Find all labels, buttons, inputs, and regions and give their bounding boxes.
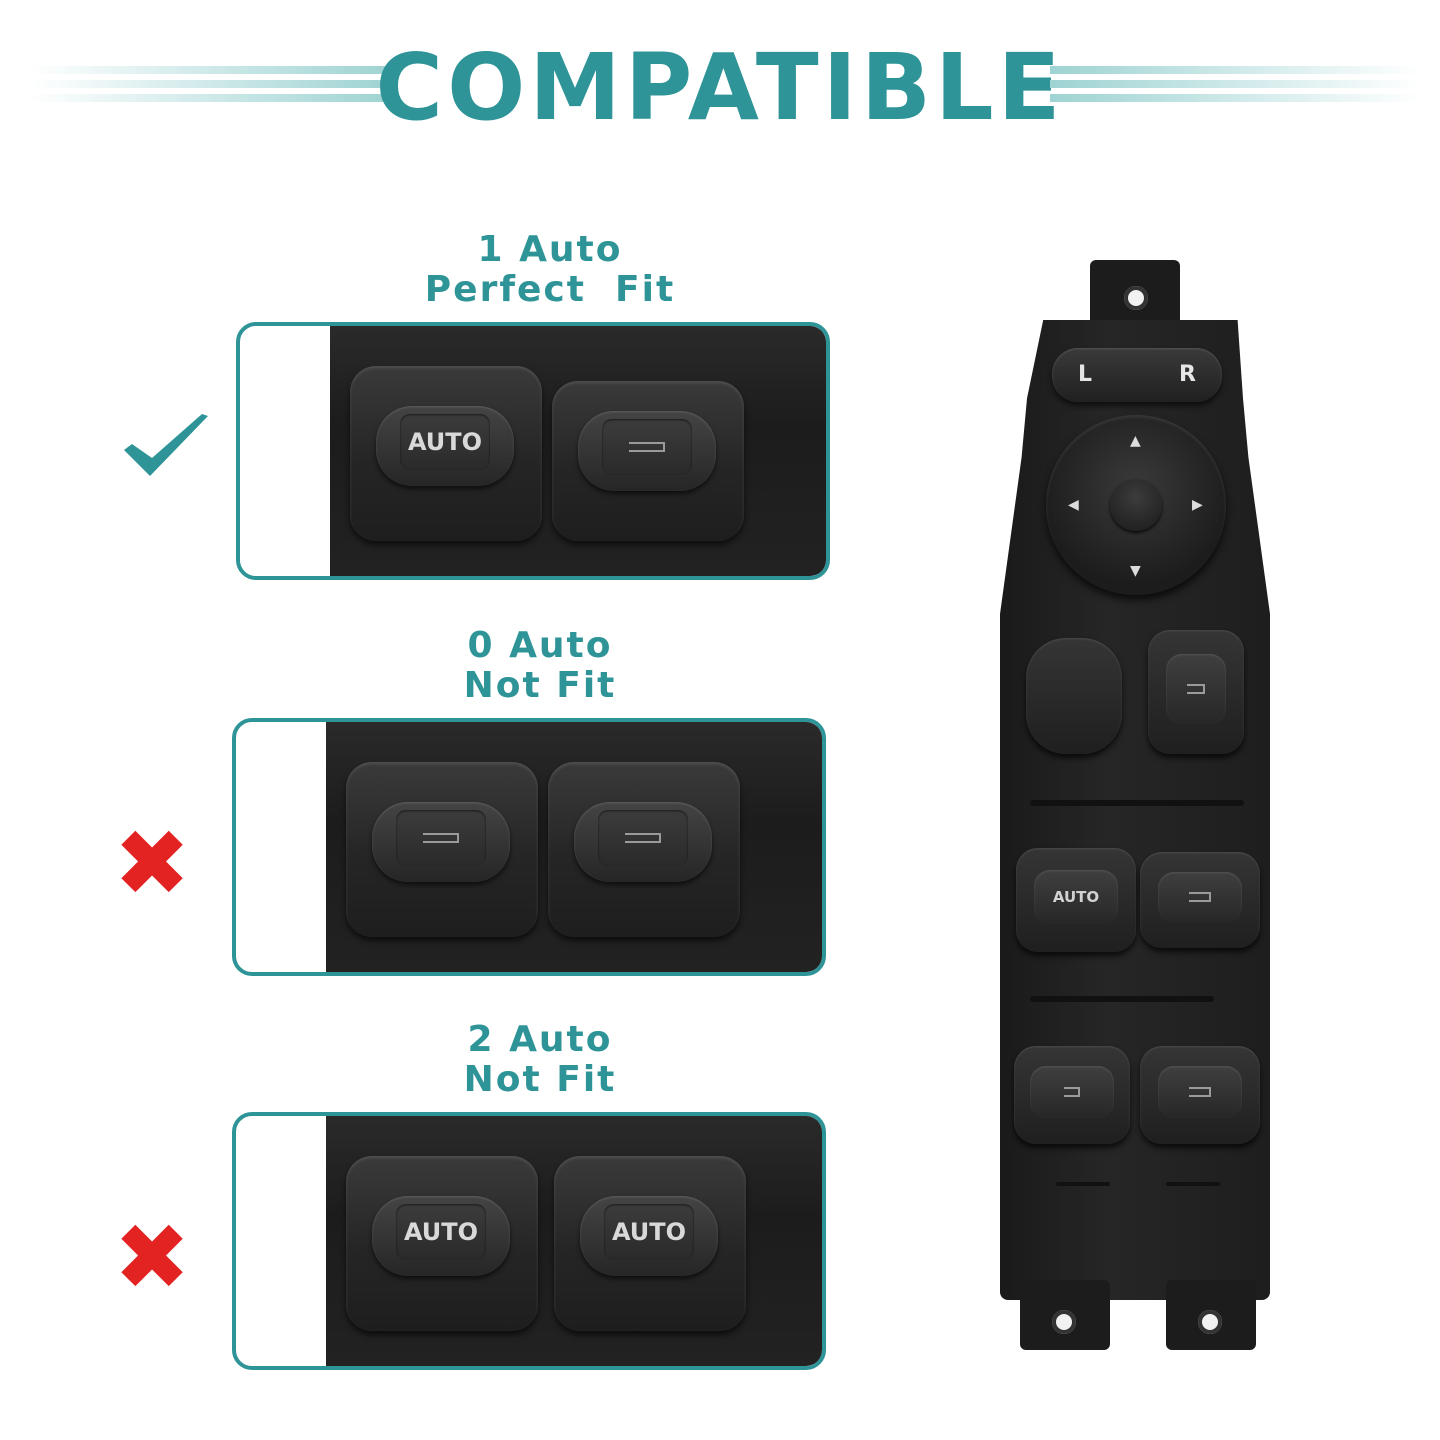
- option-2-switch-right: [548, 762, 740, 937]
- x-mark-icon: ✖: [113, 810, 191, 917]
- option-3-title: 2 Auto: [467, 1019, 613, 1060]
- divider-groove: [1056, 1182, 1110, 1186]
- option-2-status: Not Fit: [463, 665, 617, 706]
- manual-slot-mark: [625, 833, 661, 843]
- option-1-status: Perfect Fit: [424, 269, 676, 310]
- manual-slot-mark: [423, 833, 459, 843]
- checkmark-icon: [124, 414, 208, 476]
- page-title: COMPATIBLE: [375, 34, 1065, 141]
- mirror-right-label: R: [1179, 362, 1196, 387]
- divider-groove: [1166, 1182, 1220, 1186]
- option-3-auto-label-left: AUTO: [396, 1204, 486, 1260]
- option-3-label: 2 Auto Not Fit: [390, 1020, 690, 1100]
- option-1-manual-slot: [602, 419, 692, 475]
- option-1-label: 1 Auto Perfect Fit: [400, 230, 700, 310]
- option-3-switch-left: AUTO: [346, 1156, 538, 1331]
- option-2-title: 0 Auto: [467, 625, 613, 666]
- option-3-frame: AUTO AUTO: [232, 1112, 826, 1370]
- divider-groove: [1030, 996, 1214, 1002]
- option-2-manual-slot-right: [598, 810, 688, 866]
- arrow-down-icon: ▼: [1130, 563, 1141, 579]
- arrow-right-icon: ▶: [1192, 497, 1203, 513]
- option-1-title: 1 Auto: [477, 229, 623, 270]
- option-2-label: 0 Auto Not Fit: [390, 626, 690, 706]
- title-decoration-right: [1050, 66, 1420, 104]
- front-right-switch: [1140, 852, 1260, 948]
- divider-groove: [1030, 800, 1244, 806]
- option-2-panel: [326, 722, 822, 972]
- rear-right-switch: [1140, 1046, 1260, 1144]
- window-switch-product: L R ▲ ▼ ◀ ▶ AUTO: [990, 260, 1290, 1360]
- mount-hole: [1124, 286, 1148, 310]
- option-1-auto-label: AUTO: [400, 414, 490, 470]
- small-window-switch: [1148, 630, 1244, 754]
- dpad-center: [1110, 479, 1162, 531]
- option-3-auto-label-right: AUTO: [604, 1204, 694, 1260]
- option-2-manual-slot-left: [396, 810, 486, 866]
- option-1-switch-left: AUTO: [350, 366, 542, 541]
- option-3-switch-right: AUTO: [554, 1156, 746, 1331]
- option-3-status: Not Fit: [463, 1059, 617, 1100]
- mount-hole: [1052, 1310, 1076, 1334]
- title-decoration-left: [30, 66, 390, 104]
- mount-hole: [1198, 1310, 1222, 1334]
- mirror-dpad: ▲ ▼ ◀ ▶: [1046, 415, 1226, 595]
- lock-switch: [1026, 638, 1122, 754]
- option-2-frame: [232, 718, 826, 976]
- front-left-switch: AUTO: [1016, 848, 1136, 952]
- front-left-auto-label: AUTO: [1034, 870, 1118, 924]
- option-2-switch-left: [346, 762, 538, 937]
- x-mark-icon: ✖: [113, 1204, 191, 1311]
- option-1-frame: AUTO: [236, 322, 830, 580]
- option-1-panel: AUTO: [330, 326, 826, 576]
- arrow-up-icon: ▲: [1130, 433, 1141, 449]
- mirror-selector: L R: [1052, 348, 1222, 402]
- arrow-left-icon: ◀: [1068, 497, 1079, 513]
- mirror-left-label: L: [1078, 362, 1093, 387]
- option-3-panel: AUTO AUTO: [326, 1116, 822, 1366]
- rear-left-switch: [1014, 1046, 1130, 1144]
- option-1-switch-right: [552, 381, 744, 541]
